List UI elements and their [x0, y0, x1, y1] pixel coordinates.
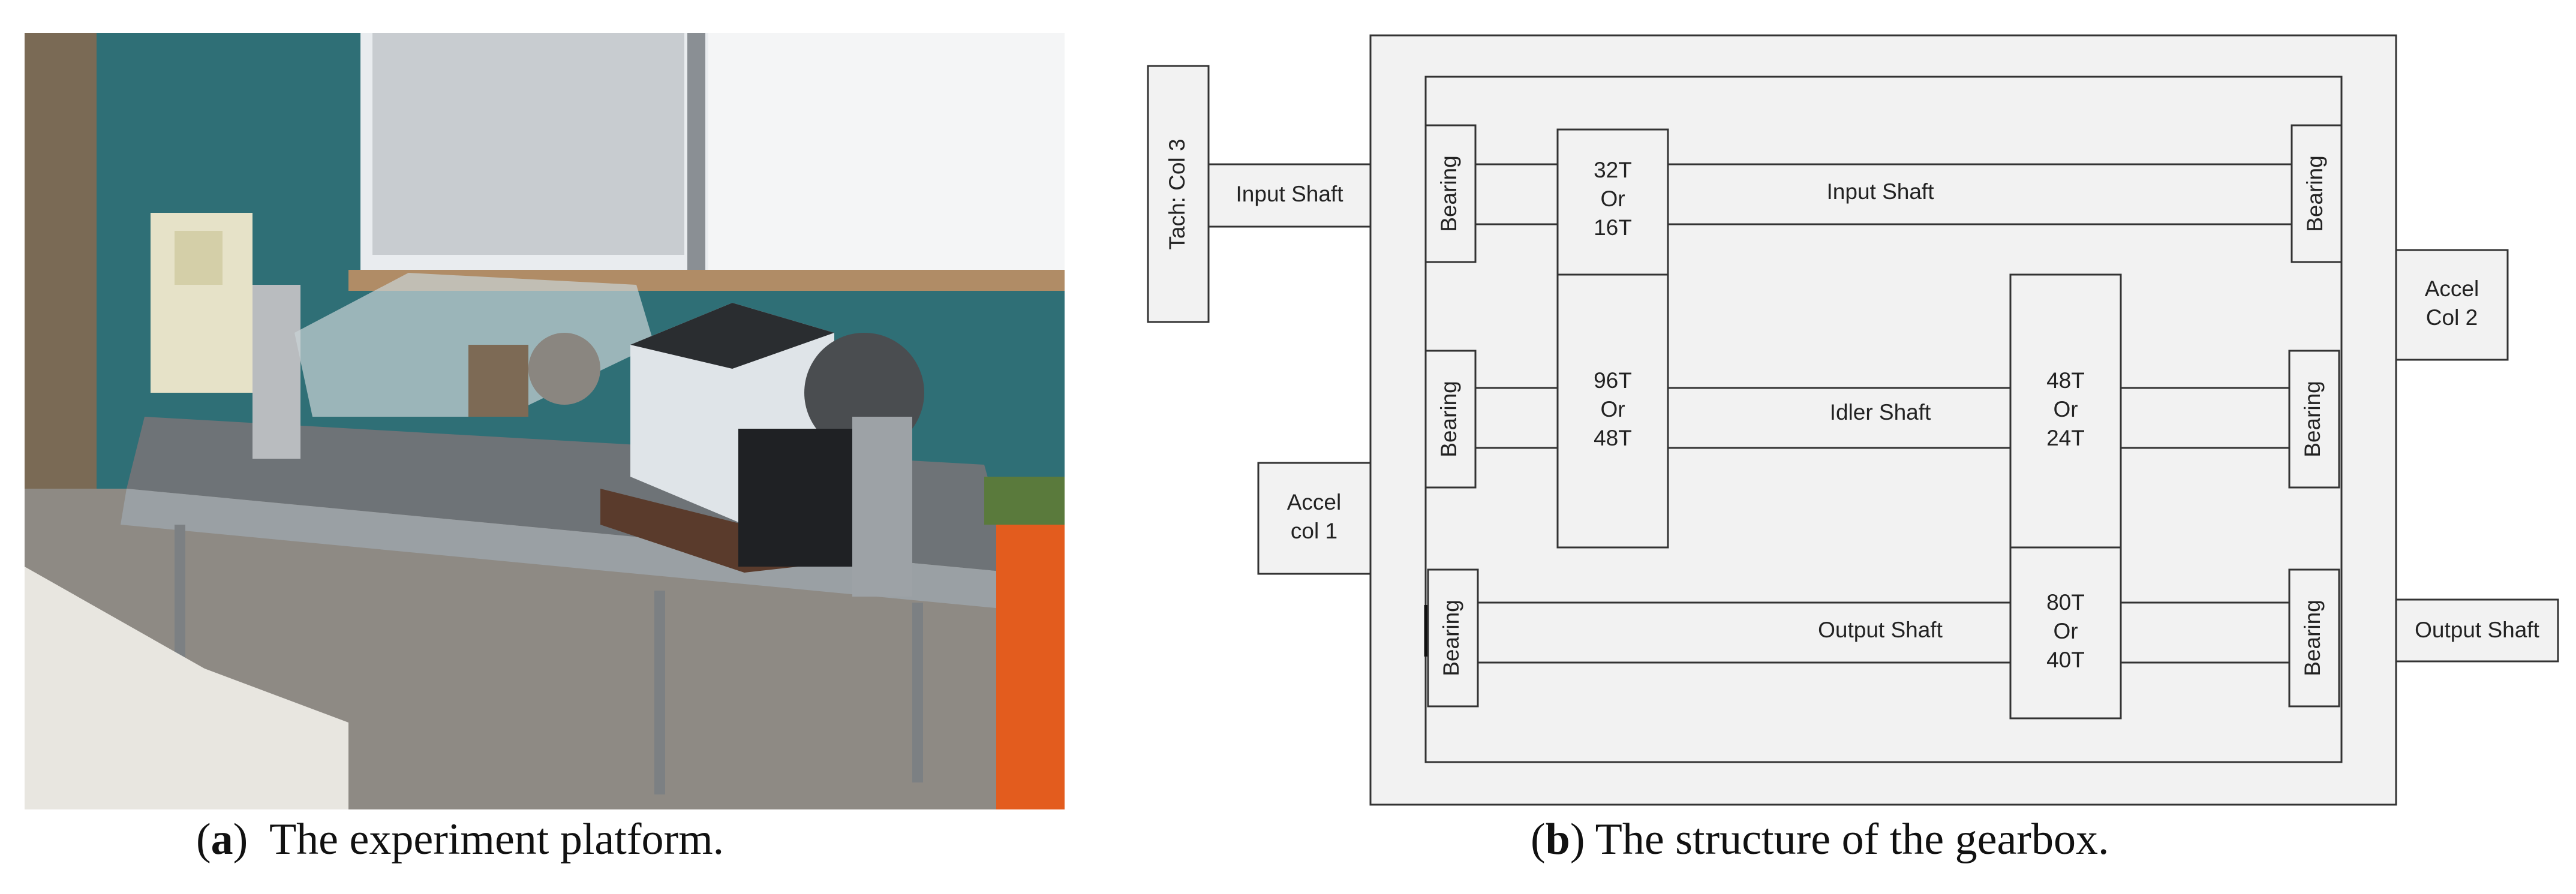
accel-col1-box	[1257, 462, 1372, 575]
gear-32t-label-1: 32T	[1594, 158, 1632, 182]
bearing-left-idler	[1424, 350, 1477, 489]
idler-shaft-label: Idler Shaft	[1830, 400, 1931, 425]
tach-box	[1147, 65, 1210, 323]
output-shaft-outer-label: Output Shaft	[2415, 618, 2539, 642]
accel-col2-label-2: Col 2	[2426, 305, 2478, 330]
bearing-label-right-input: Bearing	[2303, 155, 2327, 232]
bearing-right-input	[2291, 124, 2343, 263]
gear-96t-label-2: Or	[1600, 397, 1625, 422]
accel-col2-label-1: Accel	[2425, 276, 2479, 301]
gear-32t-16t	[1556, 128, 1669, 276]
input-shaft-outer-box	[1207, 163, 1372, 228]
gear-48t-label-3: 24T	[2046, 426, 2085, 450]
accel-col2-box	[2395, 249, 2509, 361]
bearing-label-right-idler: Bearing	[2300, 381, 2325, 457]
caption-b: (b) The structure of the gearbox.	[1531, 815, 2109, 864]
bearing-right-idler	[2288, 350, 2340, 489]
caption-b-letter: b	[1545, 815, 1570, 864]
input-shaft-label: Input Shaft	[1827, 179, 1935, 204]
caption-a-letter: a	[211, 815, 233, 864]
bearing-left-input	[1424, 124, 1477, 263]
gear-80t-40t	[2009, 546, 2122, 720]
input-shaft-outer-label: Input Shaft	[1236, 182, 1344, 206]
accel-col1-label-2: col 1	[1291, 519, 1337, 543]
bearing-right-output	[2288, 568, 2340, 708]
bearing-label-left-input: Bearing	[1436, 155, 1461, 232]
gear-32t-label-2: Or	[1600, 186, 1625, 211]
gear-80t-label-2: Or	[2053, 619, 2078, 643]
bearing-label-right-output: Bearing	[2300, 600, 2325, 676]
gear-96t-label-3: 48T	[1594, 426, 1632, 450]
output-shaft-label: Output Shaft	[1818, 618, 1943, 642]
gear-48t-label-2: Or	[2053, 397, 2078, 422]
gear-80t-label-1: 80T	[2046, 590, 2085, 615]
gear-48t-label-1: 48T	[2046, 368, 2085, 393]
experiment-platform-photo	[25, 33, 1065, 809]
caption-a-text: The experiment platform.	[269, 815, 725, 864]
bearing-label-left-idler: Bearing	[1436, 381, 1461, 457]
gearbox-structure-diagram: Tach: Col 3 Bearing Bearing Bearing Bear…	[1143, 31, 2564, 811]
caption-b-text: The structure of the gearbox.	[1595, 815, 2109, 864]
gear-96t-48t	[1556, 273, 1669, 549]
gear-96t-label-1: 96T	[1594, 368, 1632, 393]
tach-label: Tach: Col 3	[1165, 139, 1189, 249]
gear-48t-24t	[2009, 273, 2122, 549]
bearing-label-left-output: Bearing	[1439, 600, 1463, 676]
output-shaft-outer-box	[2395, 598, 2559, 663]
gear-32t-label-3: 16T	[1594, 215, 1632, 240]
accel-col1-label-1: Accel	[1287, 490, 1341, 514]
caption-a: (a) The experiment platform.	[196, 815, 725, 864]
gear-80t-label-3: 40T	[2046, 648, 2085, 672]
bearing-left-output	[1427, 568, 1479, 708]
